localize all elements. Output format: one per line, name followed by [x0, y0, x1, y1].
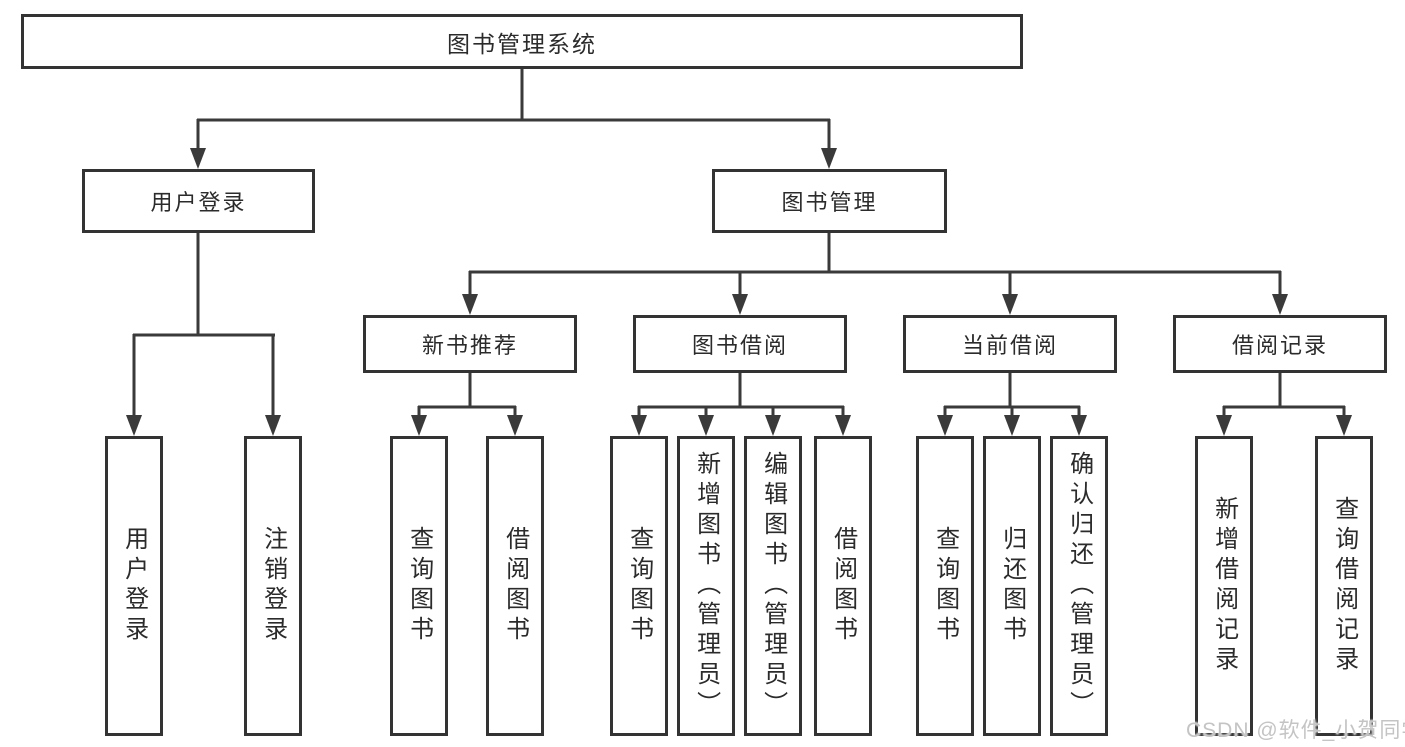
node-label: 新书推荐	[421, 333, 518, 358]
arrow-down-icon	[1216, 415, 1232, 436]
leaf-borrow-books: 借阅图书	[814, 436, 872, 736]
new-book-branch-connector	[411, 372, 523, 436]
node-label: 图书管理	[781, 190, 878, 215]
leaf-label: 查询图书	[405, 526, 433, 646]
leaf-confirm-return-admin: 确认归还（管理员）	[1050, 436, 1108, 736]
node-book-borrow: 图书借阅	[633, 315, 847, 373]
leaf-query-books-recommend: 查询图书	[390, 436, 448, 736]
leaf-query-borrow-record: 查询借阅记录	[1315, 436, 1373, 736]
arrow-down-icon	[937, 415, 953, 436]
node-label: 当前借阅	[961, 333, 1058, 358]
leaf-label: 新增图书（管理员）	[692, 451, 720, 721]
leaf-label: 归还图书	[998, 526, 1026, 646]
book-management-branch-connector	[462, 232, 1288, 315]
leaf-label: 查询借阅记录	[1330, 496, 1358, 676]
arrow-down-icon	[265, 415, 281, 436]
arrow-down-icon	[507, 415, 523, 436]
csdn-watermark: CSDN @软件_小贺同学	[1186, 719, 1405, 742]
node-book-management: 图书管理	[712, 169, 947, 233]
leaf-query-books-borrow: 查询图书	[610, 436, 668, 736]
leaf-label: 确认归还（管理员）	[1065, 451, 1093, 721]
arrow-down-icon	[462, 294, 478, 315]
arrow-down-icon	[765, 415, 781, 436]
arrow-down-icon	[732, 294, 748, 315]
node-label: 图书借阅	[691, 333, 788, 358]
arrow-down-icon	[411, 415, 427, 436]
book-borrow-branch-connector	[631, 372, 851, 436]
leaf-query-books-current: 查询图书	[916, 436, 974, 736]
node-label: 用户登录	[150, 190, 247, 215]
arrow-down-icon	[1071, 415, 1087, 436]
leaf-label: 用户登录	[120, 526, 148, 646]
current-borrow-branch-connector	[937, 372, 1087, 436]
leaf-label: 查询图书	[625, 526, 653, 646]
leaf-label: 新增借阅记录	[1210, 496, 1238, 676]
arrow-down-icon	[190, 148, 206, 169]
leaf-label: 查询图书	[931, 526, 959, 646]
leaf-return-book: 归还图书	[983, 436, 1041, 736]
leaf-add-borrow-record: 新增借阅记录	[1195, 436, 1253, 736]
arrow-down-icon	[1336, 415, 1352, 436]
node-current-borrow: 当前借阅	[903, 315, 1117, 373]
leaf-add-book-admin: 新增图书（管理员）	[677, 436, 735, 736]
node-library-system: 图书管理系统	[21, 14, 1023, 69]
arrow-down-icon	[698, 415, 714, 436]
node-new-book-recommend: 新书推荐	[363, 315, 577, 373]
leaf-label: 借阅图书	[501, 526, 529, 646]
leaf-label: 注销登录	[259, 526, 287, 646]
leaf-user-login: 用户登录	[105, 436, 163, 736]
node-borrow-records: 借阅记录	[1173, 315, 1387, 373]
leaf-borrow-books-recommend: 借阅图书	[486, 436, 544, 736]
arrow-down-icon	[835, 415, 851, 436]
user-login-branch-connector	[126, 232, 281, 436]
leaf-label: 借阅图书	[829, 526, 857, 646]
leaf-logout: 注销登录	[244, 436, 302, 736]
arrow-down-icon	[631, 415, 647, 436]
node-user-login: 用户登录	[82, 169, 315, 233]
arrow-down-icon	[1002, 294, 1018, 315]
leaf-edit-book-admin: 编辑图书（管理员）	[744, 436, 802, 736]
node-label: 图书管理系统	[447, 30, 597, 57]
arrow-down-icon	[1004, 415, 1020, 436]
node-label: 借阅记录	[1231, 333, 1328, 358]
arrow-down-icon	[1272, 294, 1288, 315]
arrow-down-icon	[126, 415, 142, 436]
root-to-level2-connector	[190, 69, 837, 169]
borrow-records-branch-connector	[1216, 372, 1352, 436]
arrow-down-icon	[821, 148, 837, 169]
leaf-label: 编辑图书（管理员）	[759, 451, 787, 721]
